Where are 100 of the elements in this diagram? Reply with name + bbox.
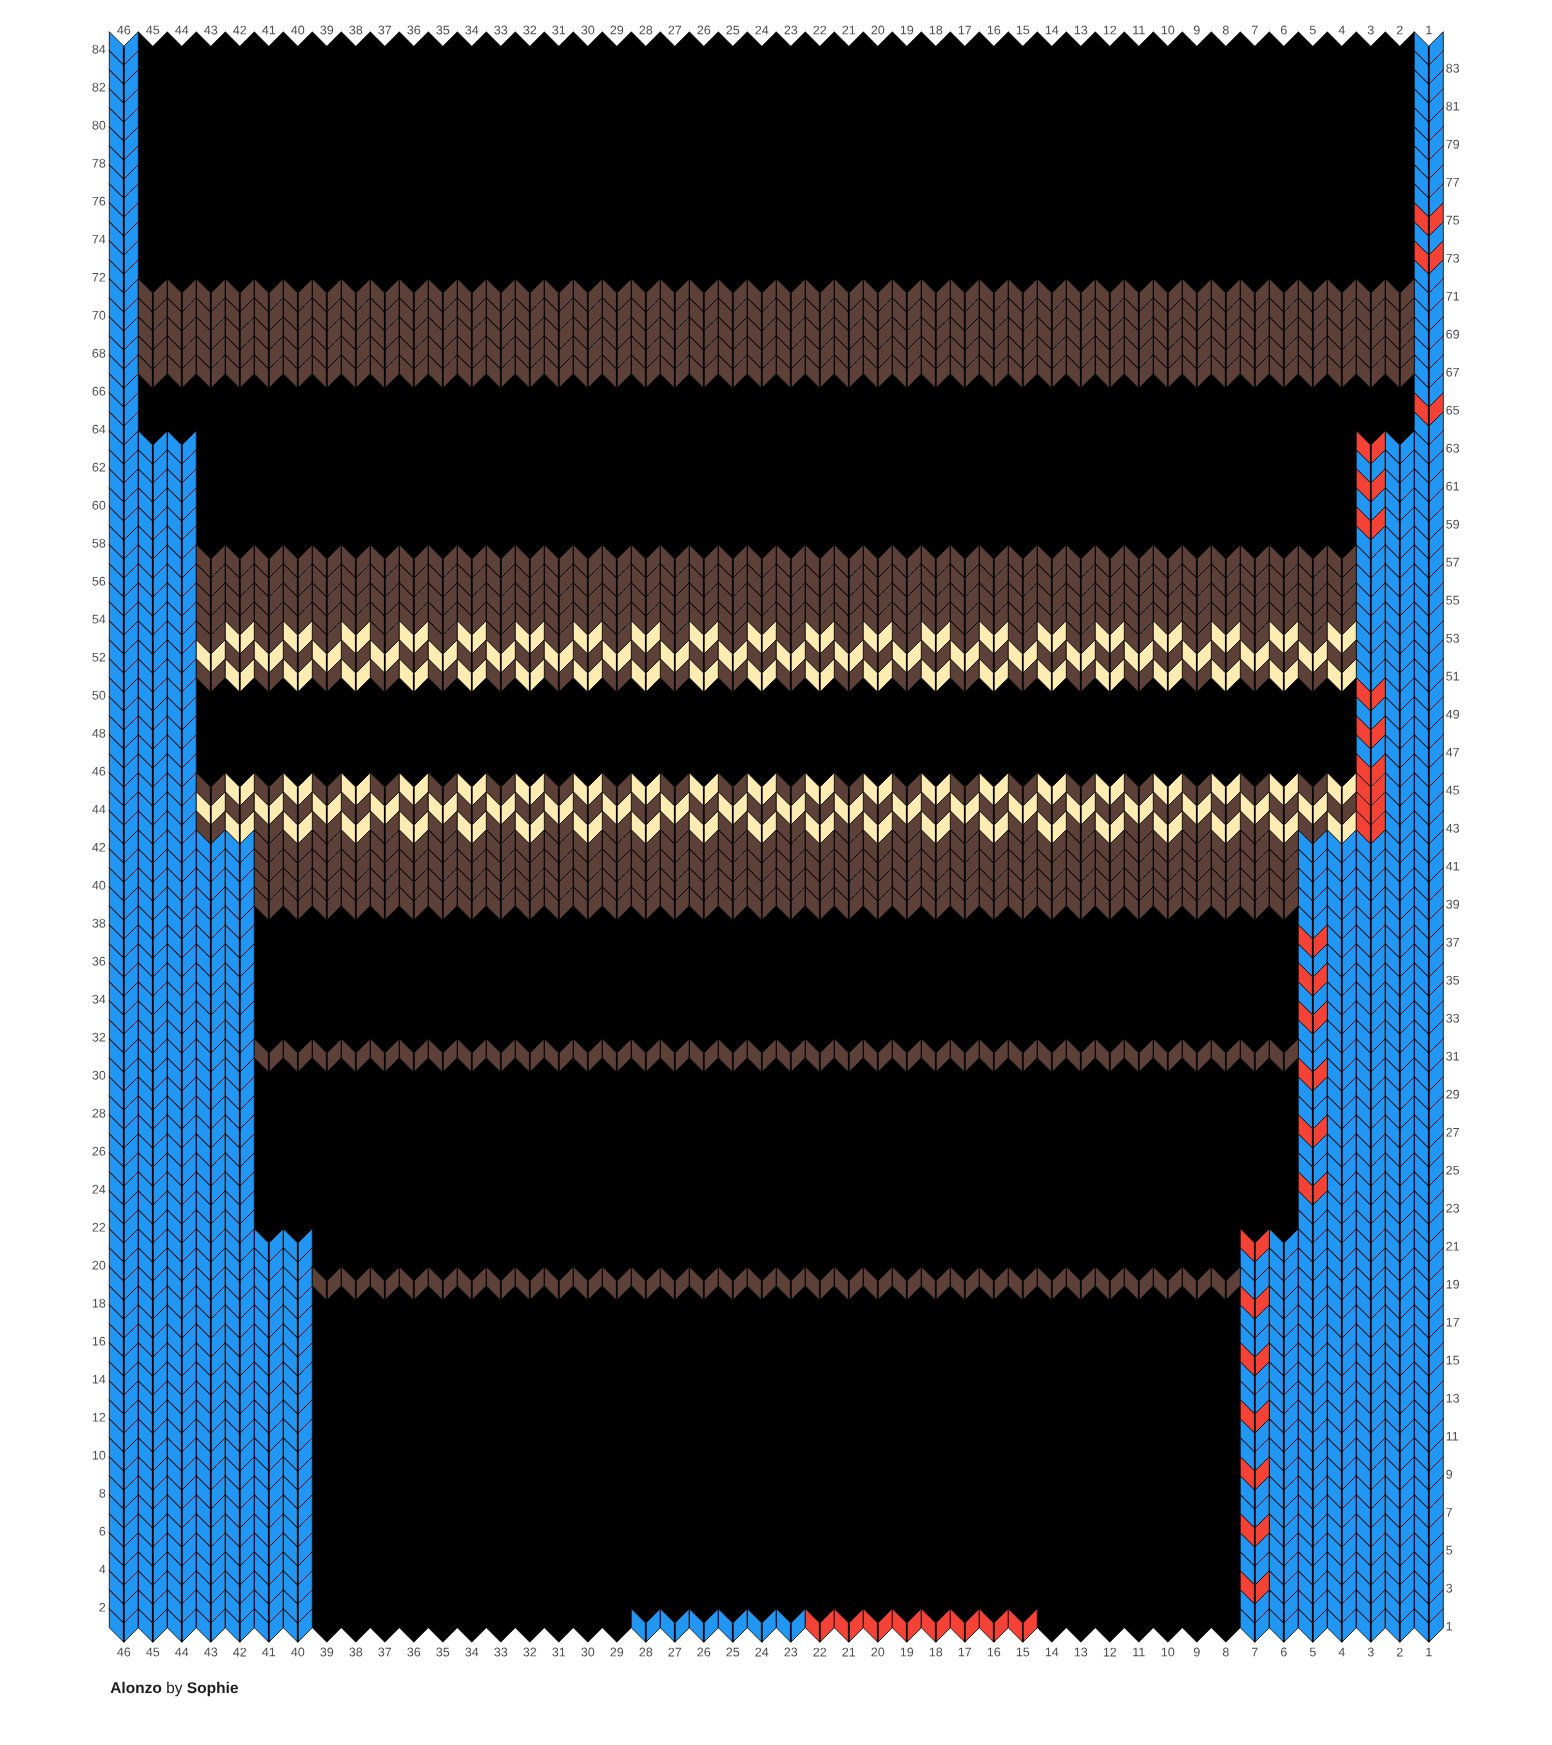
row-number: 56 xyxy=(92,576,106,586)
column-number: 7 xyxy=(1251,1647,1258,1657)
column-number: 24 xyxy=(755,1647,769,1657)
row-number: 22 xyxy=(92,1222,106,1232)
column-number: 28 xyxy=(639,1647,653,1657)
row-number: 52 xyxy=(92,652,106,662)
row-number: 15 xyxy=(1446,1355,1460,1365)
column-number: 20 xyxy=(871,1647,885,1657)
row-number: 50 xyxy=(92,690,106,700)
row-number: 30 xyxy=(92,1070,106,1080)
row-number: 71 xyxy=(1446,291,1459,301)
column-number: 31 xyxy=(552,25,566,35)
column-number: 24 xyxy=(755,25,769,35)
row-number: 13 xyxy=(1446,1393,1460,1403)
row-number: 51 xyxy=(1446,671,1459,681)
row-number: 43 xyxy=(1446,823,1460,833)
row-number: 46 xyxy=(92,766,106,776)
row-number: 47 xyxy=(1446,747,1459,757)
column-number: 21 xyxy=(842,25,856,35)
column-number: 7 xyxy=(1251,25,1258,35)
row-number: 4 xyxy=(99,1564,106,1574)
column-number: 8 xyxy=(1222,25,1229,35)
row-number: 72 xyxy=(92,272,106,282)
column-number: 1 xyxy=(1426,1647,1432,1657)
column-number: 13 xyxy=(1074,1647,1088,1657)
row-number: 29 xyxy=(1446,1089,1459,1099)
row-number: 57 xyxy=(1446,557,1459,567)
column-number: 3 xyxy=(1367,1647,1374,1657)
row-number: 73 xyxy=(1446,253,1460,263)
column-number: 35 xyxy=(436,25,450,35)
column-number: 36 xyxy=(407,25,421,35)
column-number: 34 xyxy=(465,25,479,35)
column-number: 4 xyxy=(1338,25,1345,35)
row-number: 12 xyxy=(92,1412,106,1422)
row-number: 61 xyxy=(1446,481,1459,491)
column-number: 22 xyxy=(813,25,827,35)
row-number: 82 xyxy=(92,82,106,92)
column-number: 22 xyxy=(813,1647,827,1657)
row-number: 24 xyxy=(92,1184,106,1194)
row-number: 21 xyxy=(1446,1241,1459,1251)
row-number: 44 xyxy=(92,804,106,814)
column-number: 40 xyxy=(291,1647,305,1657)
column-number: 3 xyxy=(1367,25,1374,35)
column-number: 30 xyxy=(581,1647,595,1657)
row-number: 65 xyxy=(1446,405,1460,415)
column-number: 38 xyxy=(349,25,363,35)
column-number: 37 xyxy=(378,1647,392,1657)
row-number: 6 xyxy=(99,1526,106,1536)
column-number: 6 xyxy=(1280,1647,1287,1657)
column-number: 29 xyxy=(610,1647,624,1657)
column-number: 5 xyxy=(1309,1647,1316,1657)
column-number: 33 xyxy=(494,1647,508,1657)
column-number: 25 xyxy=(726,1647,740,1657)
row-number: 17 xyxy=(1446,1317,1459,1327)
row-number: 76 xyxy=(92,196,106,206)
column-number: 17 xyxy=(958,25,972,35)
column-number: 1 xyxy=(1426,25,1432,35)
row-number: 5 xyxy=(1446,1545,1453,1555)
column-number: 23 xyxy=(784,1647,798,1657)
column-number: 16 xyxy=(987,25,1001,35)
row-number: 18 xyxy=(92,1298,106,1308)
row-number: 40 xyxy=(92,880,106,890)
column-number: 45 xyxy=(146,1647,160,1657)
row-number: 62 xyxy=(92,462,106,472)
column-number: 42 xyxy=(233,1647,247,1657)
column-number: 9 xyxy=(1193,25,1200,35)
column-number: 32 xyxy=(523,25,537,35)
column-number: 18 xyxy=(929,1647,943,1657)
row-number: 35 xyxy=(1446,975,1460,985)
column-number: 19 xyxy=(900,25,914,35)
column-number: 13 xyxy=(1074,25,1088,35)
column-number: 27 xyxy=(668,25,682,35)
column-number: 14 xyxy=(1045,25,1059,35)
column-number: 34 xyxy=(465,1647,479,1657)
row-number: 54 xyxy=(92,614,106,624)
row-number: 59 xyxy=(1446,519,1459,529)
column-number: 33 xyxy=(494,25,508,35)
row-number: 80 xyxy=(92,120,106,130)
row-number: 66 xyxy=(92,386,106,396)
column-number: 6 xyxy=(1280,25,1287,35)
row-number: 10 xyxy=(92,1450,106,1460)
row-number: 31 xyxy=(1446,1051,1459,1061)
row-number: 42 xyxy=(92,842,106,852)
row-number: 68 xyxy=(92,348,106,358)
column-number: 11 xyxy=(1133,1647,1145,1657)
column-number: 19 xyxy=(900,1647,914,1657)
column-number: 31 xyxy=(552,1647,566,1657)
credit-line: Alonzo by Sophie xyxy=(110,1681,238,1697)
row-number: 81 xyxy=(1446,101,1459,111)
column-number: 2 xyxy=(1396,1647,1403,1657)
row-number: 60 xyxy=(92,500,106,510)
column-number: 2 xyxy=(1396,25,1403,35)
column-number: 37 xyxy=(378,25,392,35)
row-number: 69 xyxy=(1446,329,1459,339)
row-number: 8 xyxy=(99,1488,106,1498)
column-number: 10 xyxy=(1161,1647,1175,1657)
row-number: 23 xyxy=(1446,1203,1460,1213)
row-number: 25 xyxy=(1446,1165,1460,1175)
column-number: 16 xyxy=(987,1647,1001,1657)
column-number: 18 xyxy=(929,25,943,35)
